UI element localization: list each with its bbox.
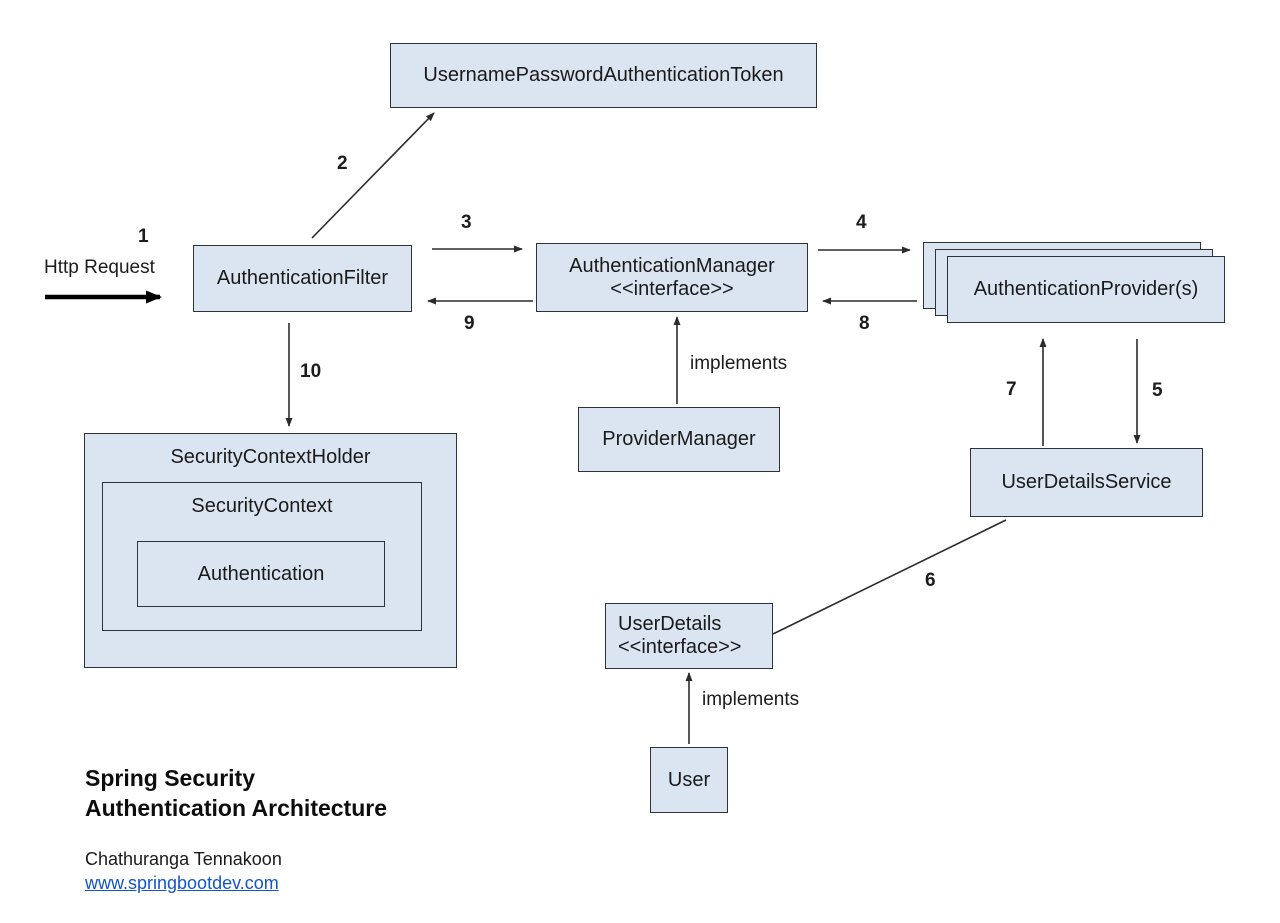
line-step-6	[772, 519, 1007, 635]
authentication-box: Authentication	[137, 541, 385, 607]
user-details-stereotype: <<interface>>	[618, 636, 742, 658]
security-context-holder-label: SecurityContextHolder	[170, 446, 371, 468]
authentication-filter-box: AuthenticationFilter	[193, 245, 412, 312]
step-9-label: 9	[464, 313, 475, 334]
user-label: User	[667, 768, 711, 791]
authentication-label: Authentication	[197, 562, 325, 585]
user-details-label: UserDetails	[618, 613, 722, 635]
arrow-step-2	[311, 112, 435, 239]
step-5-label: 5	[1152, 380, 1163, 401]
provider-manager-box: ProviderManager	[578, 407, 780, 472]
diagram-title-line1: Spring Security	[85, 765, 255, 791]
step-4-label: 4	[856, 212, 867, 233]
user-details-service-box: UserDetailsService	[970, 448, 1203, 517]
authentication-manager-box: AuthenticationManager <<interface>>	[536, 243, 808, 312]
step-10-label: 10	[300, 361, 322, 382]
authentication-manager-text: AuthenticationManager <<interface>>	[569, 255, 775, 301]
username-password-authentication-token-box: UsernamePasswordAuthenticationToken	[390, 43, 817, 108]
user-implements-label: implements	[702, 689, 800, 710]
http-request-label: Http Request	[44, 257, 155, 278]
user-box: User	[650, 747, 728, 813]
user-details-box: UserDetails <<interface>>	[605, 603, 773, 669]
security-context-label: SecurityContext	[191, 495, 333, 517]
authentication-provider-label: AuthenticationProvider(s)	[973, 278, 1199, 300]
username-password-authentication-token-label: UsernamePasswordAuthenticationToken	[423, 64, 784, 86]
step-2-label: 2	[337, 153, 348, 174]
step-1-label: 1	[138, 226, 149, 247]
user-details-service-label: UserDetailsService	[1001, 471, 1172, 493]
security-context-box: SecurityContext Authentication	[102, 482, 422, 631]
authentication-manager-label: AuthenticationManager	[569, 254, 775, 277]
step-7-label: 7	[1006, 379, 1017, 400]
security-context-holder-box: SecurityContextHolder SecurityContext Au…	[84, 433, 457, 668]
author-name: Chathuranga Tennakoon	[85, 849, 282, 869]
authentication-filter-label: AuthenticationFilter	[216, 267, 389, 289]
provider-manager-implements-label: implements	[690, 353, 788, 374]
step-6-label: 6	[925, 570, 936, 591]
diagram-title: Spring Security Authentication Architect…	[85, 763, 387, 823]
provider-manager-label: ProviderManager	[602, 428, 756, 450]
step-8-label: 8	[859, 313, 870, 334]
diagram-title-line2: Authentication Architecture	[85, 795, 388, 821]
authentication-provider-box: AuthenticationProvider(s)	[947, 256, 1225, 323]
step-3-label: 3	[461, 212, 472, 233]
website-link[interactable]: www.springbootdev.com	[85, 873, 279, 893]
user-details-text: UserDetails <<interface>>	[618, 613, 741, 659]
authentication-manager-stereotype: <<interface>>	[610, 277, 734, 300]
